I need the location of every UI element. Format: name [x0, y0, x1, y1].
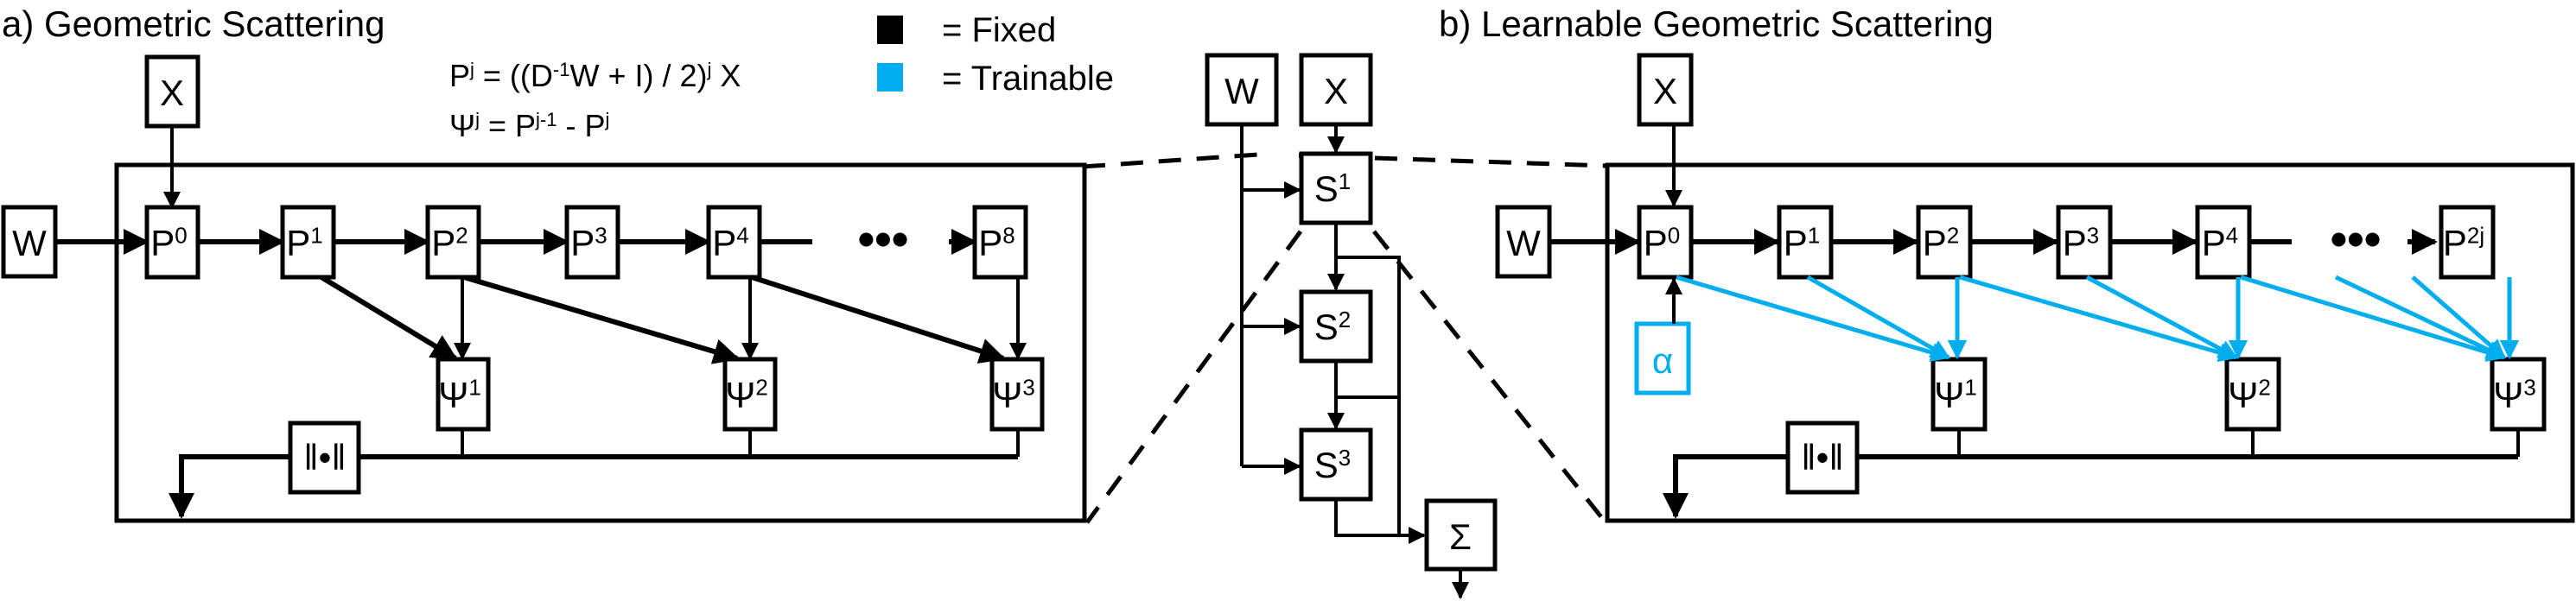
- svg-text:W: W: [1506, 223, 1541, 263]
- panel-b-node-p2: P2: [1916, 205, 1973, 280]
- edge-ellipsis-b-psi3: [2411, 275, 2506, 359]
- panel-b-node-psi3: Ψ3: [2490, 357, 2547, 432]
- panel-b-title: b) Learnable Geometric Scattering: [1439, 3, 1994, 44]
- panel-a-node-p2: P2: [425, 205, 481, 280]
- panel-b-node-psi1: Ψ1: [1930, 357, 1988, 432]
- middle-node-s3: S3: [1299, 427, 1373, 502]
- edge-p1-psi1: [320, 275, 458, 361]
- svg-text:α: α: [1652, 340, 1673, 381]
- svg-text:W: W: [12, 223, 47, 263]
- panel-b-frame: [1605, 162, 2575, 523]
- ellipsis: •••: [858, 212, 909, 266]
- panel-b-norm-node: ‖•‖: [1785, 421, 1860, 495]
- svg-text:P4: P4: [2202, 223, 2238, 263]
- panel-b-input-x: X: [1637, 53, 1694, 127]
- panel-b-node-p0: P0: [1637, 205, 1694, 280]
- edge-s3-sum: [1334, 499, 1426, 544]
- svg-text:P1: P1: [286, 223, 322, 263]
- panel-b-node-p1: P1: [1777, 205, 1834, 280]
- alpha-node: α: [1634, 321, 1691, 395]
- svg-text:S1: S1: [1314, 168, 1351, 209]
- middle-input-x: X: [1299, 53, 1373, 127]
- svg-text:‖•‖: ‖•‖: [303, 437, 346, 478]
- panel-b: b) Learnable Geometric Scattering X W P0…: [1439, 3, 2575, 523]
- svg-text:S3: S3: [1314, 445, 1351, 485]
- legend-label-trainable: = Trainable: [942, 60, 1114, 98]
- panel-b-node-p2j: P2j: [2439, 205, 2496, 280]
- svg-text:‖•‖: ‖•‖: [1801, 437, 1843, 478]
- panel-b-node-psi2: Ψ2: [2224, 357, 2281, 432]
- panel-b-input-w: W: [1495, 205, 1552, 279]
- svg-text:W: W: [1224, 71, 1259, 111]
- svg-text:P2: P2: [431, 223, 467, 263]
- svg-text:Ψ2: Ψ2: [2228, 375, 2271, 415]
- panel-a-node-psi3: Ψ3: [989, 357, 1045, 432]
- equation-psi: Ψj = Pj-1 - Pj: [449, 108, 609, 143]
- edge-norm-out: [1663, 454, 1788, 519]
- panel-a-input-x: X: [144, 54, 200, 129]
- svg-text:X: X: [160, 73, 184, 113]
- edge-p4-psi3: [2240, 275, 2507, 362]
- svg-text:P3: P3: [2063, 223, 2099, 263]
- panel-a-node-p3: P3: [564, 205, 620, 280]
- panel-a-node-p4: P4: [706, 205, 762, 280]
- svg-text:P4: P4: [712, 223, 748, 263]
- middle-node-s1: S1: [1299, 151, 1373, 225]
- svg-text:Ψ2: Ψ2: [725, 375, 768, 415]
- svg-text:P2j: P2j: [2443, 223, 2484, 263]
- edge-p4-psi3: [751, 275, 1006, 364]
- panel-a-frame: [114, 162, 1087, 523]
- svg-text:P3: P3: [570, 223, 607, 263]
- legend-label-fixed: = Fixed: [942, 11, 1056, 49]
- svg-text:P0: P0: [1644, 223, 1680, 263]
- panel-a-norm-node: ‖•‖: [288, 421, 361, 495]
- zoom-line-left-bottom: [1084, 230, 1303, 524]
- svg-text:Ψ1: Ψ1: [1934, 375, 1977, 415]
- edge-p0-psi1: [1676, 275, 1951, 363]
- edge-p2-psi2: [463, 275, 740, 364]
- edge-ellipsis-a-psi3: [2334, 275, 2507, 360]
- equation-p: Pj = ((D-1W + I) / 2)j X: [449, 58, 741, 93]
- panel-a-input-w: W: [1, 205, 58, 279]
- panel-b-node-p3: P3: [2056, 205, 2113, 280]
- sum-node: Σ: [1424, 498, 1498, 572]
- legend-swatch-fixed: [877, 16, 903, 44]
- svg-text:S2: S2: [1314, 307, 1351, 347]
- edge-p2-psi2: [1959, 275, 2239, 363]
- zoom-line-left-top: [1082, 151, 1271, 169]
- middle-node-s2: S2: [1299, 289, 1373, 364]
- edge-p1-psi1: [1806, 275, 1950, 360]
- svg-text:P1: P1: [1784, 223, 1820, 263]
- panel-a-title: a) Geometric Scattering: [2, 3, 385, 44]
- svg-text:P8: P8: [978, 223, 1014, 263]
- zoom-line-right-bottom: [1372, 230, 1607, 524]
- svg-text:P2: P2: [1923, 223, 1959, 263]
- svg-text:Ψ3: Ψ3: [992, 375, 1035, 415]
- skip-bus: [1336, 256, 1401, 535]
- svg-text:Ψ1: Ψ1: [438, 375, 481, 415]
- svg-text:Ψ3: Ψ3: [2493, 375, 2536, 415]
- svg-text:P0: P0: [150, 223, 187, 263]
- panel-a-node-psi2: Ψ2: [722, 357, 778, 432]
- svg-text:X: X: [1653, 71, 1677, 111]
- panel-a-node-p8: P8: [972, 205, 1028, 280]
- middle-input-w: W: [1205, 53, 1279, 127]
- panel-a: a) Geometric Scattering Pj = ((D-1W + I)…: [1, 3, 1087, 523]
- svg-text:Σ: Σ: [1449, 516, 1472, 557]
- svg-text:X: X: [1324, 71, 1348, 111]
- panel-a-node-p1: P1: [280, 205, 336, 280]
- edge-p3-psi2: [2085, 275, 2238, 360]
- legend: = Fixed = Trainable: [877, 11, 1114, 98]
- panel-a-node-psi1: Ψ1: [436, 357, 491, 432]
- legend-swatch-trainable: [877, 63, 903, 92]
- panel-a-node-p0: P0: [144, 205, 200, 280]
- panel-b-node-p4: P4: [2195, 205, 2252, 280]
- edge-norm-out: [169, 454, 290, 519]
- ellipsis: •••: [2331, 212, 2382, 266]
